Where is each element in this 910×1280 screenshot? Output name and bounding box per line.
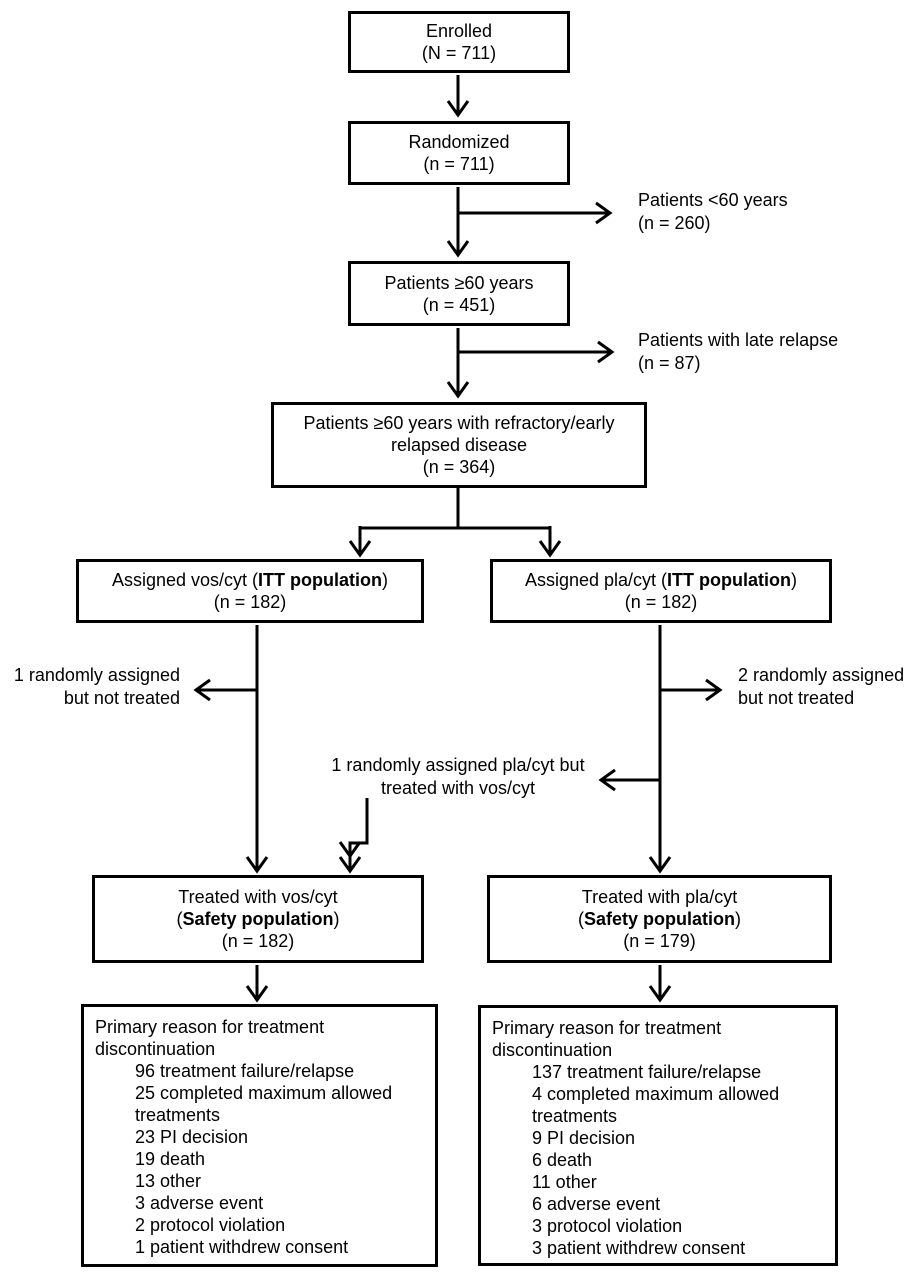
note-under60: Patients <60 years (n = 260) xyxy=(638,189,788,235)
assigned-pla-prefix: Assigned pla/cyt ( xyxy=(524,570,668,590)
box-treated-vos-population: (Safety population) xyxy=(95,908,421,930)
note-under60-line2: (n = 260) xyxy=(638,213,711,233)
box-treated-vos: Treated with vos/cyt (Safety population)… xyxy=(92,875,424,963)
note-not-treated-right-line1: 2 randomly assigned xyxy=(738,665,905,685)
list-item: 23 PI decision xyxy=(135,1127,249,1147)
list-item: 13 other xyxy=(135,1171,202,1191)
box-age60-title: Patients ≥60 years xyxy=(384,272,534,293)
box-age60-count: (n = 451) xyxy=(422,294,496,315)
treated-vos-prefix: ( xyxy=(176,909,183,929)
box-refractory: Patients ≥60 years with refractory/early… xyxy=(271,402,647,488)
box-treated-pla-count: (n = 179) xyxy=(623,931,696,951)
box-refractory-count: (n = 364) xyxy=(422,457,496,477)
box-enrolled-count: (N = 711) xyxy=(421,43,497,63)
list-item: 3 protocol violation xyxy=(532,1216,683,1236)
box-enrolled: Enrolled (N = 711) xyxy=(348,11,570,73)
box-age60: Patients ≥60 years (n = 451) xyxy=(348,261,570,326)
arrow-crossover-elbow xyxy=(338,798,369,859)
treated-pla-prefix: ( xyxy=(577,909,584,929)
box-assigned-pla: Assigned pla/cyt (ITT population) (n = 1… xyxy=(490,559,832,623)
list-item: 137 treatment failure/relapse xyxy=(532,1062,762,1082)
assigned-vos-suffix: ) xyxy=(382,570,389,590)
box-refractory-title: Patients ≥60 years with refractory/early… xyxy=(303,413,615,455)
treated-vos-population-label: Safety population xyxy=(182,909,334,929)
list-item: 3 patient withdrew consent xyxy=(532,1238,746,1258)
list-item: 9 PI decision xyxy=(532,1128,636,1148)
list-item: 6 death xyxy=(532,1150,593,1170)
list-item: 1 patient withdrew consent xyxy=(135,1237,349,1257)
note-crossover-line1: 1 randomly assigned pla/cyt but xyxy=(331,755,585,775)
box-assigned-vos: Assigned vos/cyt (ITT population) (n = 1… xyxy=(76,559,424,623)
list-item: 19 death xyxy=(135,1149,206,1169)
assigned-pla-population: ITT population xyxy=(667,570,792,590)
list-item: 2 protocol violation xyxy=(135,1215,286,1235)
note-crossover-line2: treated with vos/cyt xyxy=(380,778,536,798)
note-not-treated-right-line2: but not treated xyxy=(738,688,855,708)
note-not-treated-right: 2 randomly assigned but not treated xyxy=(738,664,904,710)
box-reasons-vos: Primary reason for treatment discontinua… xyxy=(81,1004,438,1267)
note-under60-line1: Patients <60 years xyxy=(638,190,788,210)
reasons-vos-heading: Primary reason for treatment discontinua… xyxy=(95,1017,325,1059)
assigned-vos-population: ITT population xyxy=(258,570,383,590)
note-late-relapse-line2: (n = 87) xyxy=(638,353,701,373)
box-reasons-pla: Primary reason for treatment discontinua… xyxy=(478,1005,838,1266)
treated-pla-population-label: Safety population xyxy=(583,909,735,929)
assigned-vos-prefix: Assigned vos/cyt ( xyxy=(111,570,259,590)
box-assigned-pla-count: (n = 182) xyxy=(624,592,698,612)
box-treated-pla-title: Treated with pla/cyt xyxy=(581,887,738,907)
treated-pla-suffix: ) xyxy=(735,909,741,929)
list-item: 4 completed maximum allowed treatments xyxy=(532,1084,780,1126)
treated-vos-suffix: ) xyxy=(333,909,340,929)
box-randomized: Randomized (n = 711) xyxy=(348,121,570,185)
list-item: 25 completed maximum allowed treatments xyxy=(135,1083,393,1125)
box-treated-vos-title: Treated with vos/cyt xyxy=(178,887,338,907)
box-enrolled-title: Enrolled xyxy=(425,21,493,41)
box-randomized-count: (n = 711) xyxy=(423,154,495,174)
box-assigned-vos-title: Assigned vos/cyt (ITT population) xyxy=(79,569,421,591)
box-randomized-title: Randomized xyxy=(408,132,510,152)
note-late-relapse: Patients with late relapse (n = 87) xyxy=(638,329,838,375)
box-treated-pla: Treated with pla/cyt (Safety population)… xyxy=(487,875,832,963)
list-item: 6 adverse event xyxy=(532,1194,661,1214)
list-item: 11 other xyxy=(532,1172,597,1192)
box-treated-pla-population: (Safety population) xyxy=(490,908,829,930)
box-treated-vos-count: (n = 182) xyxy=(221,931,295,951)
note-not-treated-left-line2: but not treated xyxy=(63,688,180,708)
note-late-relapse-line1: Patients with late relapse xyxy=(638,330,839,350)
list-item: 3 adverse event xyxy=(135,1193,264,1213)
box-assigned-vos-count: (n = 182) xyxy=(213,592,287,612)
assigned-pla-suffix: ) xyxy=(791,570,798,590)
list-item: 96 treatment failure/relapse xyxy=(135,1061,355,1081)
note-crossover: 1 randomly assigned pla/cyt but treated … xyxy=(308,754,608,800)
note-not-treated-left: 1 randomly assigned but not treated xyxy=(8,664,180,710)
box-assigned-pla-title: Assigned pla/cyt (ITT population) xyxy=(493,569,829,591)
note-not-treated-left-line1: 1 randomly assigned xyxy=(13,665,180,685)
reasons-pla-heading: Primary reason for treatment discontinua… xyxy=(492,1018,722,1060)
